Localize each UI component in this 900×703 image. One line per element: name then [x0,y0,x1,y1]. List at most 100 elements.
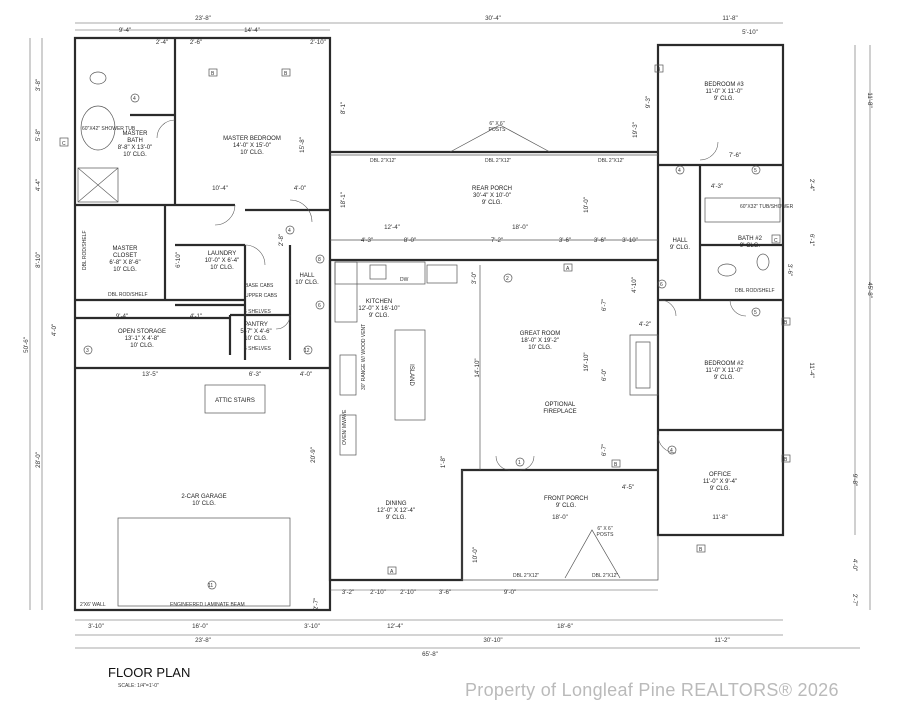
svg-text:11'-2": 11'-2" [714,637,729,644]
svg-text:2'-8": 2'-8" [278,234,285,246]
svg-text:C: C [62,141,66,147]
door-swings [156,119,747,471]
svg-text:2'-7": 2'-7" [851,594,858,606]
svg-text:18'-1": 18'-1" [340,192,347,208]
rear-posts-note: 6" X 6"POSTS [489,121,507,133]
svg-text:B: B [284,71,288,77]
shower-tub-note: 60"X42" SHOWER TUB [82,126,136,132]
front-posts-note: 6" X 6"POSTS [597,526,615,538]
svg-text:11'-8": 11'-8" [712,514,727,521]
svg-text:12'-4": 12'-4" [387,623,403,630]
exterior-walls [73,36,785,612]
svg-text:6'-7": 6'-7" [601,299,608,311]
svg-text:28'-0": 28'-0" [35,452,42,468]
svg-text:9'-0": 9'-0" [504,589,516,596]
svg-text:14'-4": 14'-4" [244,27,260,34]
svg-text:12: 12 [304,348,310,354]
svg-text:18'-0": 18'-0" [512,224,528,231]
svg-text:8'-1": 8'-1" [340,102,347,114]
svg-text:3'-0": 3'-0" [471,272,478,284]
svg-text:7'-2": 7'-2" [491,237,503,244]
svg-text:5: 5 [754,168,757,174]
pony-wall-note: 2'X6' WALL [80,602,106,608]
tags: B B C C A A B B B B B 3 11 2 6 12 8 4 4 … [59,64,791,590]
svg-text:18'-6": 18'-6" [557,623,573,630]
attic-stairs-label: ATTIC STAIRS [215,398,255,404]
svg-text:65'-8": 65'-8" [422,651,438,658]
fireplace-shape [629,334,659,396]
svg-text:B: B [211,71,215,77]
svg-text:9'-4": 9'-4" [119,27,131,34]
dimension-lines [29,22,871,649]
svg-text:10'-0": 10'-0" [583,197,590,213]
shelves-note-2: 5 SHELVES [244,346,272,352]
svg-text:8'-10": 8'-10" [35,252,42,268]
svg-text:4'-5": 4'-5" [622,484,634,491]
svg-text:3'-10": 3'-10" [88,623,104,630]
svg-text:B: B [614,462,618,468]
svg-text:B: B [784,457,788,463]
svg-text:4'-0": 4'-0" [851,559,858,571]
svg-text:10'-0": 10'-0" [472,547,479,563]
dbl-header-1: DBL 2"X12" [370,158,396,164]
svg-text:6'-10": 6'-10" [175,252,182,268]
dbl-rod-shelf-1: DBL ROD/SHELF [108,292,148,298]
svg-text:3'-10": 3'-10" [622,237,638,244]
dbl-header-4: DBL 2"X12" [513,573,539,579]
svg-text:23'-8": 23'-8" [195,15,211,22]
beam-note: ENGINEERED LAMINATE BEAM [170,602,245,608]
svg-text:1: 1 [518,460,521,466]
toilet-bath2 [756,253,770,271]
sink-bath2 [717,263,737,277]
garage-door [117,517,291,607]
svg-text:1'-8": 1'-8" [440,456,447,468]
svg-text:2'-4": 2'-4" [156,39,168,46]
svg-text:30'-10": 30'-10" [483,637,502,644]
svg-text:10'-4": 10'-4" [212,185,228,192]
svg-text:3'-10": 3'-10" [304,623,320,630]
svg-text:4'-0": 4'-0" [300,371,312,378]
svg-text:3'-6": 3'-6" [594,237,606,244]
tub-shower-note: 60"X32" TUB/SHOWER [740,204,794,210]
watermark: Property of Longleaf Pine REALTORS® 2026 [465,680,839,700]
svg-text:12'-4": 12'-4" [384,224,400,231]
svg-text:11'-8": 11'-8" [722,15,737,22]
svg-text:2'-6": 2'-6" [190,39,202,46]
svg-text:23'-8": 23'-8" [195,637,211,644]
island-label: ISLAND [408,364,414,386]
rear-porch-roof-line [449,124,551,153]
svg-text:11: 11 [208,583,213,589]
tub-bath2 [704,197,781,223]
svg-text:5'-10": 5'-10" [742,29,758,36]
range-note: 30" RANGE W/ WOOD VENT [361,324,367,390]
svg-text:30'-4": 30'-4" [485,15,501,22]
oven-note: OVEN/ MWAVE [342,409,348,445]
svg-text:6: 6 [660,282,663,288]
svg-text:4'-10": 4'-10" [631,277,638,293]
shelves-note-1: 5 SHELVES [244,309,272,315]
svg-text:8'-0": 8'-0" [404,237,416,244]
svg-text:5'-8": 5'-8" [35,129,42,141]
svg-text:19'-10": 19'-10" [583,352,590,371]
upper-cabs-note: UPPER CABS [245,293,278,299]
svg-text:2'-4": 2'-4" [808,179,815,191]
svg-text:2'-7": 2'-7" [313,598,320,610]
svg-text:2'-10": 2'-10" [370,589,386,596]
svg-text:8: 8 [318,257,321,263]
svg-text:C: C [774,238,778,244]
